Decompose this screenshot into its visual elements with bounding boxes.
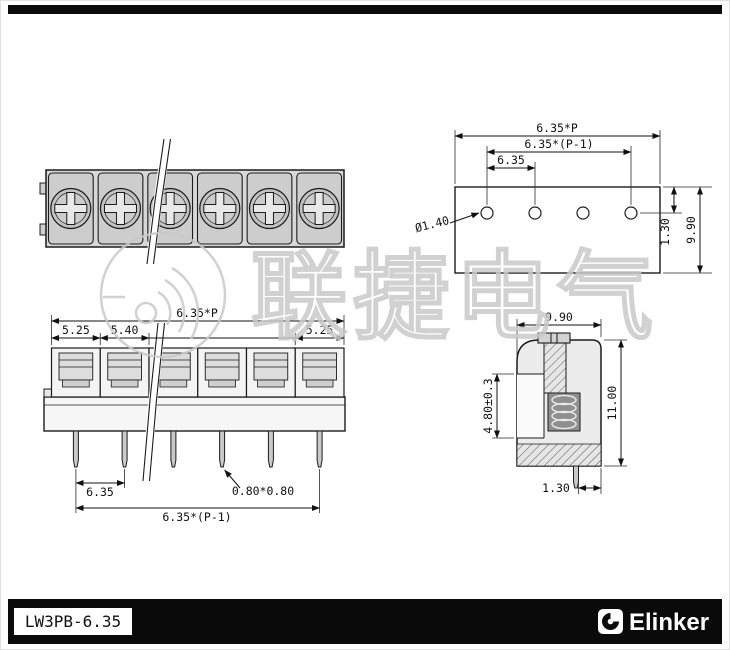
footer-bar: LW3PB-6.35 Elinker [8, 599, 722, 644]
pcb-hole-1 [480, 206, 494, 220]
dim-label-pin-span: 6.35*(P-1) [162, 510, 231, 524]
front-base [43, 396, 346, 432]
dim-pcb-pitch-total: 6.35*P [454, 121, 661, 184]
front-left-flange [43, 388, 52, 398]
dim-label-pcb-pitch: 6.35 [497, 153, 525, 167]
section-hatch-bottom [516, 443, 602, 467]
solder-pin-5 [267, 430, 274, 468]
screw-cell-1 [47, 172, 94, 245]
brand-name: Elinker [629, 609, 709, 636]
pcb-hole-2 [528, 206, 542, 220]
front-cell-6 [294, 347, 345, 398]
dim-front-pin-size: 0.80*0.80 [224, 469, 294, 498]
part-number-box [14, 608, 132, 635]
dim-label-pcb-pitch-total: 6.35*P [536, 121, 578, 135]
pcb-layout-view: 6.35*P 6.35*(P-1) 6.35 1.30 9.90 Ø1.40 [414, 121, 712, 274]
dim-label-seg-left: 5.25 [62, 323, 90, 337]
dim-label-pcb-hole-dia: Ø1.40 [414, 213, 451, 235]
break-line [145, 138, 172, 265]
brand-logo-icon [598, 609, 623, 634]
front-cell-1 [50, 347, 101, 398]
front-cell-5 [245, 347, 296, 398]
front-cell-4 [197, 347, 248, 398]
dim-label-pin-pitch: 6.35 [86, 485, 114, 499]
speaker-icon [134, 301, 158, 325]
top-view-body [45, 169, 345, 248]
clamp-screw-head [537, 332, 571, 344]
dim-front-pin-pitch: 6.35 [75, 469, 125, 513]
dim-pcb-pitch: 6.35 [486, 153, 536, 205]
spring-coil [551, 394, 577, 430]
front-cell-2 [99, 347, 150, 398]
dim-label-side-opening: 4.80±0.3 [481, 378, 495, 433]
dim-side-opening: 4.80±0.3 [481, 373, 514, 439]
solder-pin-3 [170, 430, 177, 468]
dim-front-pin-span: 6.35*(P-1) [75, 469, 321, 524]
top-bar [8, 5, 722, 14]
break-line [141, 322, 166, 482]
mount-tab-lower [39, 223, 47, 236]
dim-label-side-width: 9.90 [545, 310, 573, 324]
dim-side-width: 9.90 [516, 310, 602, 356]
solder-pin-2 [121, 430, 128, 468]
dim-label-side-height: 11.00 [605, 386, 619, 421]
screw-cell-4 [196, 172, 243, 245]
watermark: 联捷电气 [99, 231, 659, 359]
watermark-text: 联捷电气 [251, 241, 659, 353]
screw-cell-5 [246, 172, 293, 245]
dim-pcb-span: 6.35*(P-1) [486, 137, 632, 205]
side-view: 9.90 11.00 4.80±0.3 1.30 [481, 310, 627, 495]
dim-front-segments: 5.25 5.40 5.25 [51, 323, 345, 345]
dim-label-pin-size: 0.80*0.80 [232, 484, 294, 498]
dim-label-pcb-hole-offset: 1.30 [658, 218, 672, 246]
dim-side-pin-offset: 1.30 [542, 468, 602, 495]
screw-cell-6 [296, 172, 343, 245]
front-view: 6.35*P 5.25 5.40 5.25 6.35 0.80*0.80 [43, 306, 346, 524]
mount-tab-upper [39, 182, 47, 195]
dim-label-pcb-depth: 9.90 [684, 216, 698, 244]
pcb-hole-3 [576, 206, 590, 220]
dim-pcb-hole-offset: 1.30 [640, 186, 712, 246]
top-view [39, 138, 345, 265]
dim-label-seg-mid: 5.40 [111, 323, 139, 337]
screw-cell-2 [97, 172, 144, 245]
watermark-logo-circle [99, 231, 227, 359]
side-solder-pin [573, 465, 579, 489]
pcb-outline [454, 186, 661, 274]
dim-pcb-depth: 9.90 [663, 186, 712, 274]
pcb-hole-4 [624, 206, 638, 220]
dim-side-height: 11.00 [604, 339, 627, 467]
solder-pin-1 [72, 430, 79, 468]
solder-pin-4 [219, 430, 226, 468]
solder-pin-6 [316, 430, 323, 468]
dim-label-seg-right: 5.25 [306, 323, 334, 337]
part-number-label: LW3PB-6.35 [25, 612, 121, 631]
wire-cavity [517, 374, 544, 438]
dim-label-side-pin-offset: 1.30 [542, 481, 570, 495]
dim-label-pcb-span: 6.35*(P-1) [524, 137, 593, 151]
